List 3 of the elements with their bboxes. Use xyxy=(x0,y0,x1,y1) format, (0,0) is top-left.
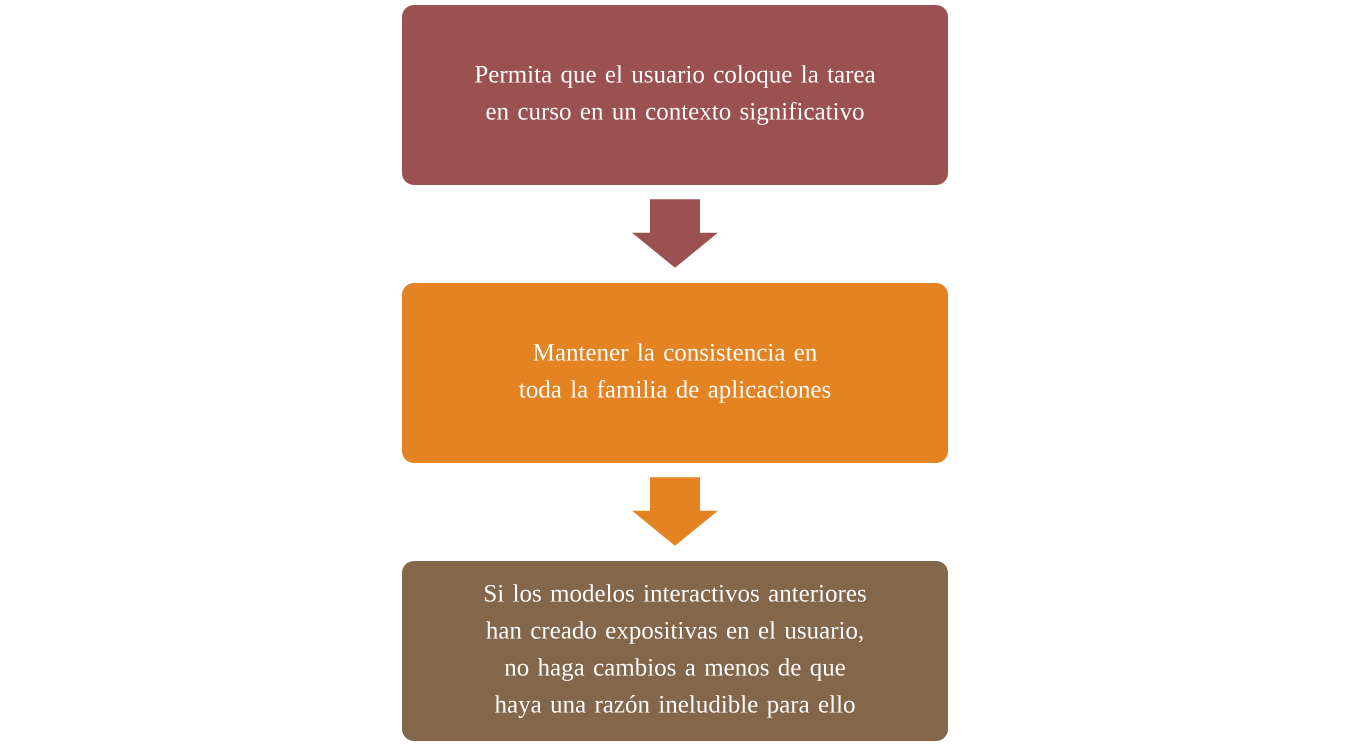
process-box: Si los modelos interactivos anteriores han creado expositivas en el usuario, no haga cambios a menos de que haya una razón ineludible para ello xyxy=(402,561,948,741)
process-box: Permita que el usuario coloque la tarea en curso en un contexto significativo xyxy=(402,5,948,185)
process-box: Mantener la consistencia en toda la familia de aplicaciones xyxy=(402,283,948,463)
